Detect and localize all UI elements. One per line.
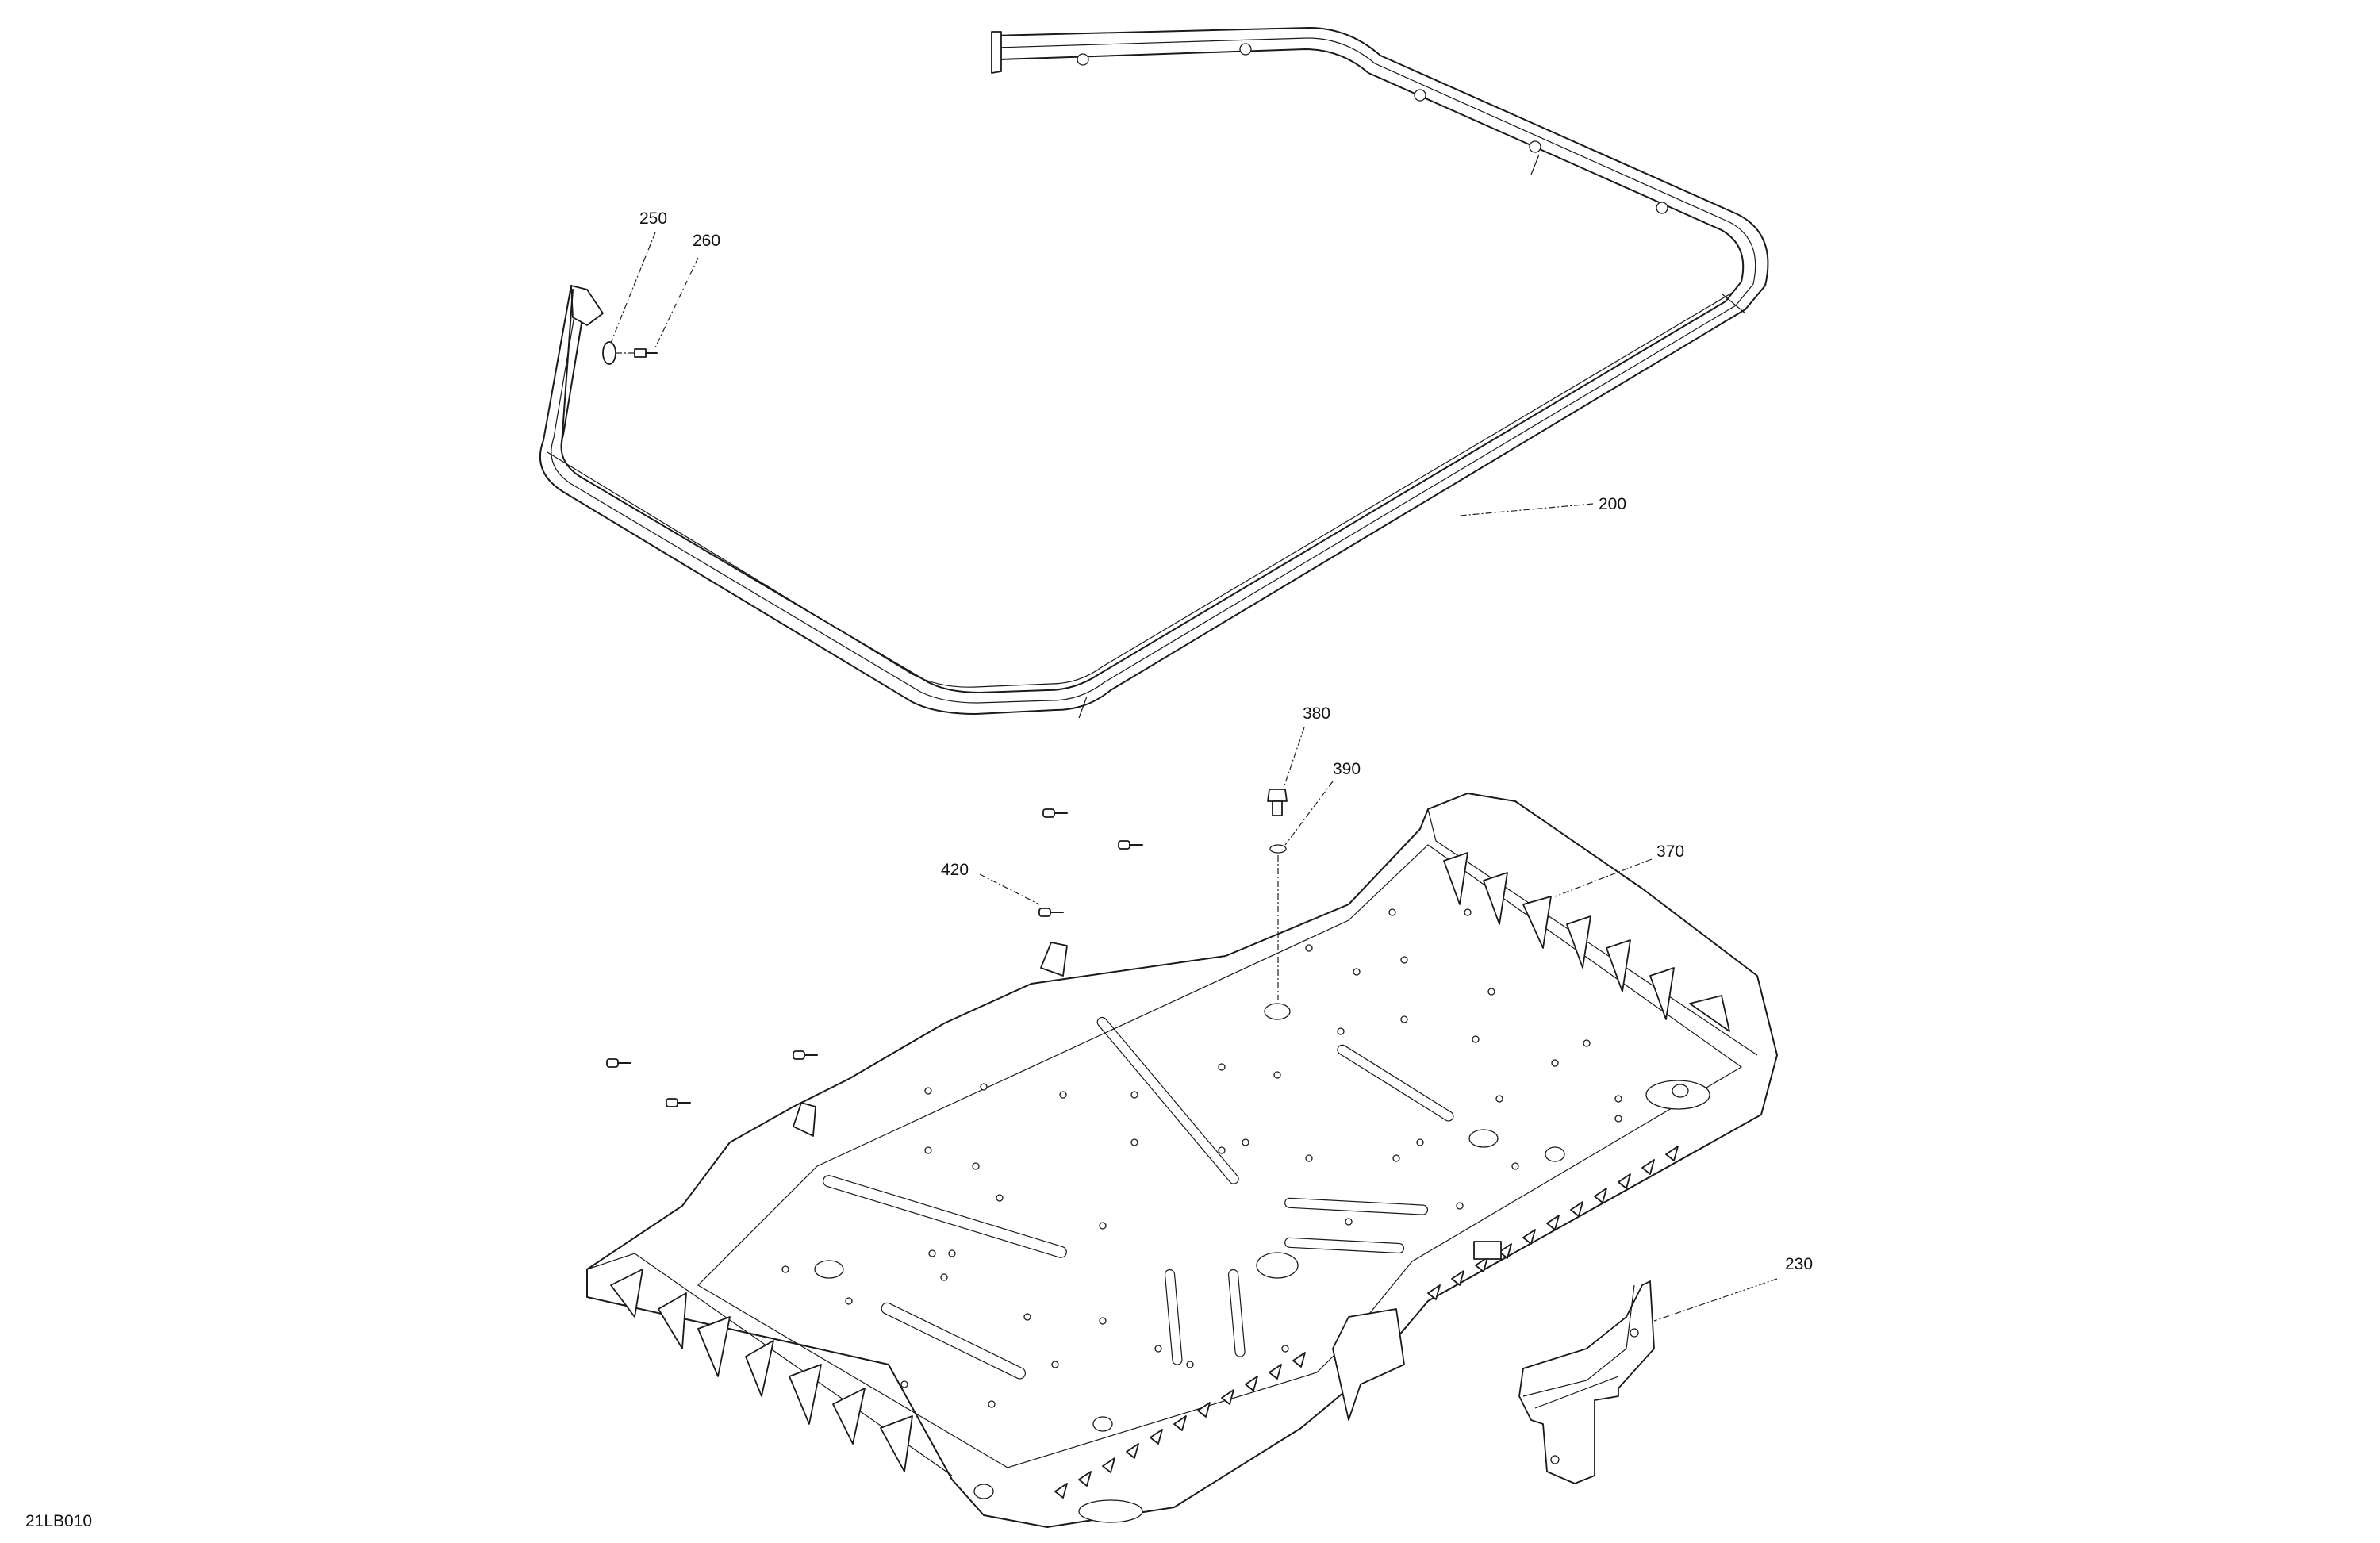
leader-230	[1653, 1278, 1778, 1322]
callout-260: 260	[693, 232, 720, 250]
drawing-code: 21LB010	[25, 1512, 92, 1530]
callout-380: 380	[1303, 704, 1330, 723]
leader-260	[654, 257, 699, 348]
callout-370: 370	[1656, 843, 1684, 861]
callout-390: 390	[1333, 760, 1361, 778]
callout-420: 420	[941, 861, 969, 879]
leader-390	[1284, 781, 1334, 846]
callout-200: 200	[1599, 495, 1626, 513]
leader-200	[1459, 503, 1594, 516]
cargo-plate-part-370	[586, 793, 1778, 1528]
leader-250	[610, 232, 656, 344]
callout-labels: 250 260 200 380 390 370 420 230	[639, 209, 1813, 1273]
leader-lines	[610, 232, 1778, 1322]
callout-250: 250	[639, 209, 667, 228]
rail-frame-part-200	[539, 27, 1769, 719]
leader-380	[1283, 727, 1305, 789]
clip-part-250	[602, 341, 616, 365]
callout-230: 230	[1785, 1255, 1813, 1273]
bolt-part-380	[1267, 789, 1288, 816]
bracket-part-230	[1518, 1280, 1655, 1484]
leader-420	[979, 873, 1040, 905]
leader-370	[1554, 858, 1653, 897]
screw-part-260	[616, 348, 658, 358]
screws-part-420	[606, 808, 1143, 1107]
washer-part-390	[1269, 844, 1287, 854]
